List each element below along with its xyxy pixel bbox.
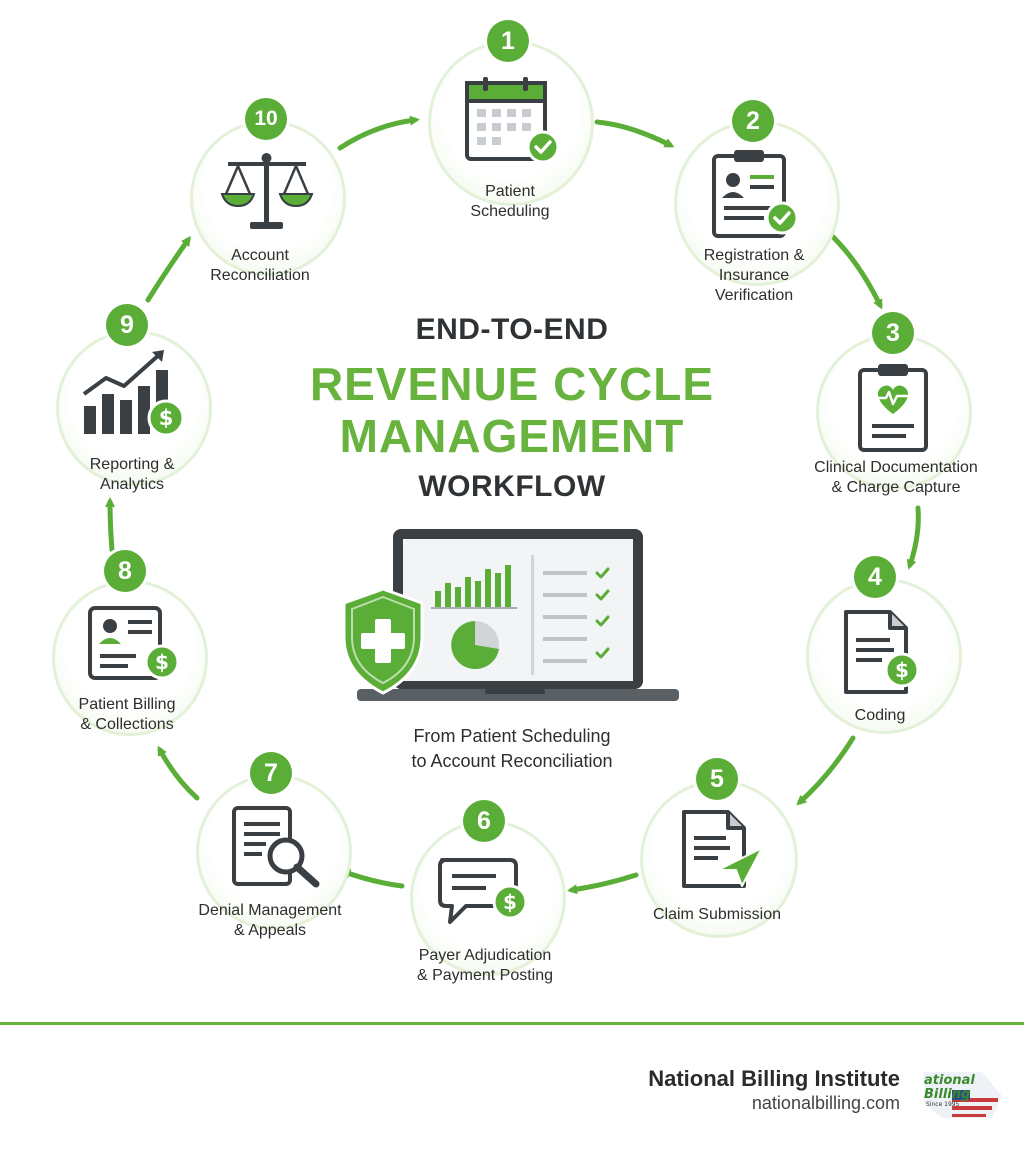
step-5-label: Claim Submission [652, 906, 782, 923]
brand-name: National Billing Institute [648, 1066, 900, 1091]
arrow-3-to-4 [906, 505, 921, 570]
svg-text:ational: ational [924, 1073, 975, 1088]
arrow-4-to-5 [796, 735, 856, 806]
step-9-label: Reporting &Analytics [89, 456, 175, 493]
step-6-label: Payer Adjudication& Payment Posting [416, 947, 554, 984]
id-card-dollar-icon: $ [88, 606, 180, 680]
arrow-2-to-3 [825, 229, 883, 310]
step-3-label: Clinical Documentation& Charge Capture [814, 459, 978, 496]
arrow-9-to-10 [145, 235, 191, 303]
step-8-badge: 8 [104, 550, 146, 592]
arrow-10-to-1 [337, 115, 420, 151]
title-main-line-1: REVENUE CYCLE [309, 358, 715, 410]
clipboard-id-check-icon [712, 150, 799, 238]
svg-text:$: $ [895, 658, 909, 682]
chat-dollar-icon: $ [438, 858, 528, 924]
svg-text:$: $ [159, 406, 174, 430]
arrow-7-to-8 [157, 745, 200, 801]
balance-scale-icon [220, 153, 314, 229]
arrow-1-to-2 [594, 119, 675, 148]
arrow-8-to-9 [105, 497, 116, 553]
arrow-6-to-7 [340, 869, 405, 889]
step-5-badge: 5 [696, 758, 738, 800]
workflow-arrows [105, 115, 921, 895]
bar-chart-dollar-icon: $ [82, 350, 185, 437]
title-main-line-2: MANAGEMENT [339, 410, 685, 462]
step-4-label: Coding [854, 707, 906, 724]
clipboard-heart-icon [858, 364, 928, 452]
title-bottom-line: WORKFLOW [418, 470, 606, 503]
step-2-badge: 2 [732, 100, 774, 142]
svg-text:$: $ [155, 650, 169, 674]
svg-text:$: $ [503, 890, 517, 914]
shield-plus-icon [342, 587, 424, 695]
document-dollar-icon: $ [844, 610, 920, 694]
step-9-badge: 9 [106, 304, 148, 346]
step-7-badge: 7 [250, 752, 292, 794]
footer-brand: National Billing Institute nationalbilli… [648, 1066, 900, 1114]
laptop-dashboard-icon [357, 529, 679, 701]
step-3-badge: 3 [872, 312, 914, 354]
brand-url[interactable]: nationalbilling.com [751, 1093, 900, 1113]
step-9-circle [56, 330, 212, 486]
document-send-icon [682, 810, 763, 888]
step-10-badge: 10 [245, 98, 287, 140]
svg-text:Billing: Billing [924, 1087, 970, 1102]
step-6-badge: 6 [463, 800, 505, 842]
step-4-badge: 4 [854, 556, 896, 598]
step-1-badge: 1 [487, 20, 529, 62]
arrow-5-to-6 [567, 872, 639, 895]
footer-divider [0, 1022, 1024, 1025]
step-8-label: Patient Billing& Collections [78, 696, 176, 733]
step-7-label: Denial Management& Appeals [198, 902, 342, 939]
calendar-check-icon [465, 77, 560, 164]
title-top-line: END-TO-END [415, 313, 609, 346]
document-search-icon [232, 806, 320, 888]
national-billing-logo-icon: ational Billing Since 1995 [924, 1072, 1002, 1118]
svg-text:Since 1995: Since 1995 [926, 1101, 960, 1108]
